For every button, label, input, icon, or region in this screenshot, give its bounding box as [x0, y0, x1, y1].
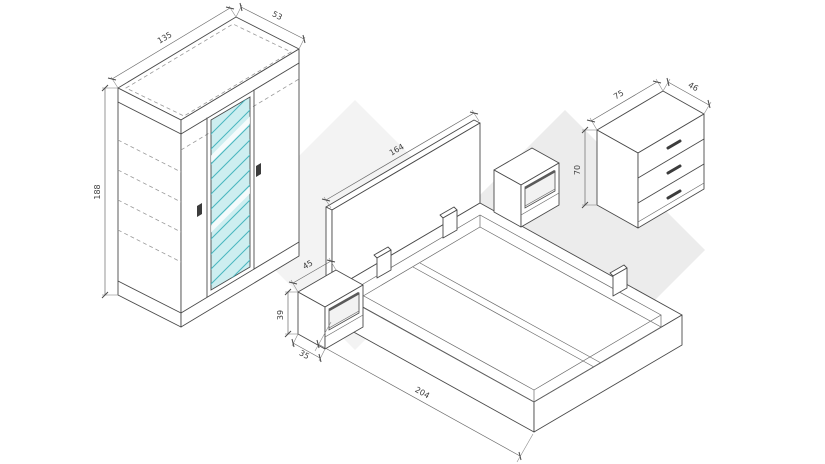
bed-center-rail-line [419, 262, 602, 364]
dresser-depth-label: 46 [687, 80, 700, 93]
dresser-dimension-depth: 46 [662, 77, 712, 115]
dresser-handle-top [666, 139, 682, 150]
wardrobe-hidden-lines [117, 23, 300, 263]
mirror-glass [210, 96, 251, 291]
nightstand-right-drawer-line [520, 192, 560, 216]
dresser-drawer-handles [666, 139, 682, 200]
nightstand-dimension-depth: 35 [291, 333, 326, 363]
bed-center-rail-line [412, 266, 595, 368]
nightstand-left: 45 39 35 [276, 257, 364, 363]
wardrobe-depth-label: 53 [271, 9, 284, 22]
dresser-dimension-width: 75 [586, 78, 664, 131]
wardrobe-handle-left [197, 203, 202, 217]
wardrobe-dimension-height: 188 [93, 84, 118, 299]
bed-bracket [376, 249, 392, 279]
wardrobe-dimension-depth: 53 [235, 2, 306, 50]
bed-frame [331, 202, 683, 433]
wardrobe-side-face [117, 87, 182, 328]
bed [325, 119, 683, 433]
nightstand-right [493, 147, 560, 228]
wardrobe-height-label: 188 [93, 184, 102, 199]
dresser-handle-bottom [666, 189, 682, 200]
bed-frame-brackets [373, 206, 628, 297]
dresser-height-label: 70 [573, 165, 582, 175]
dresser-dimension-height: 70 [573, 126, 597, 209]
nightstand-width-label: 45 [301, 258, 314, 271]
nightstand-height-label: 39 [276, 310, 285, 320]
dresser-drawer-lines [637, 138, 705, 223]
nightstand-dimension-width: 45 [288, 257, 337, 293]
wardrobe-handle-right [256, 163, 261, 177]
wardrobe: 135 53 188 [93, 2, 306, 328]
nightstand-depth-label: 35 [298, 348, 311, 361]
nightstand-dimension-height: 39 [276, 288, 298, 338]
dresser-width-label: 75 [612, 88, 625, 101]
dresser: 75 46 70 [573, 77, 712, 229]
wardrobe-panel-lines [117, 62, 300, 314]
bed-frame-recess [352, 214, 662, 403]
bed-bracket [442, 209, 458, 239]
dresser-handle-middle [666, 164, 682, 175]
bed-bracket [612, 267, 628, 297]
nightstand-left-drawer-line [324, 314, 364, 338]
